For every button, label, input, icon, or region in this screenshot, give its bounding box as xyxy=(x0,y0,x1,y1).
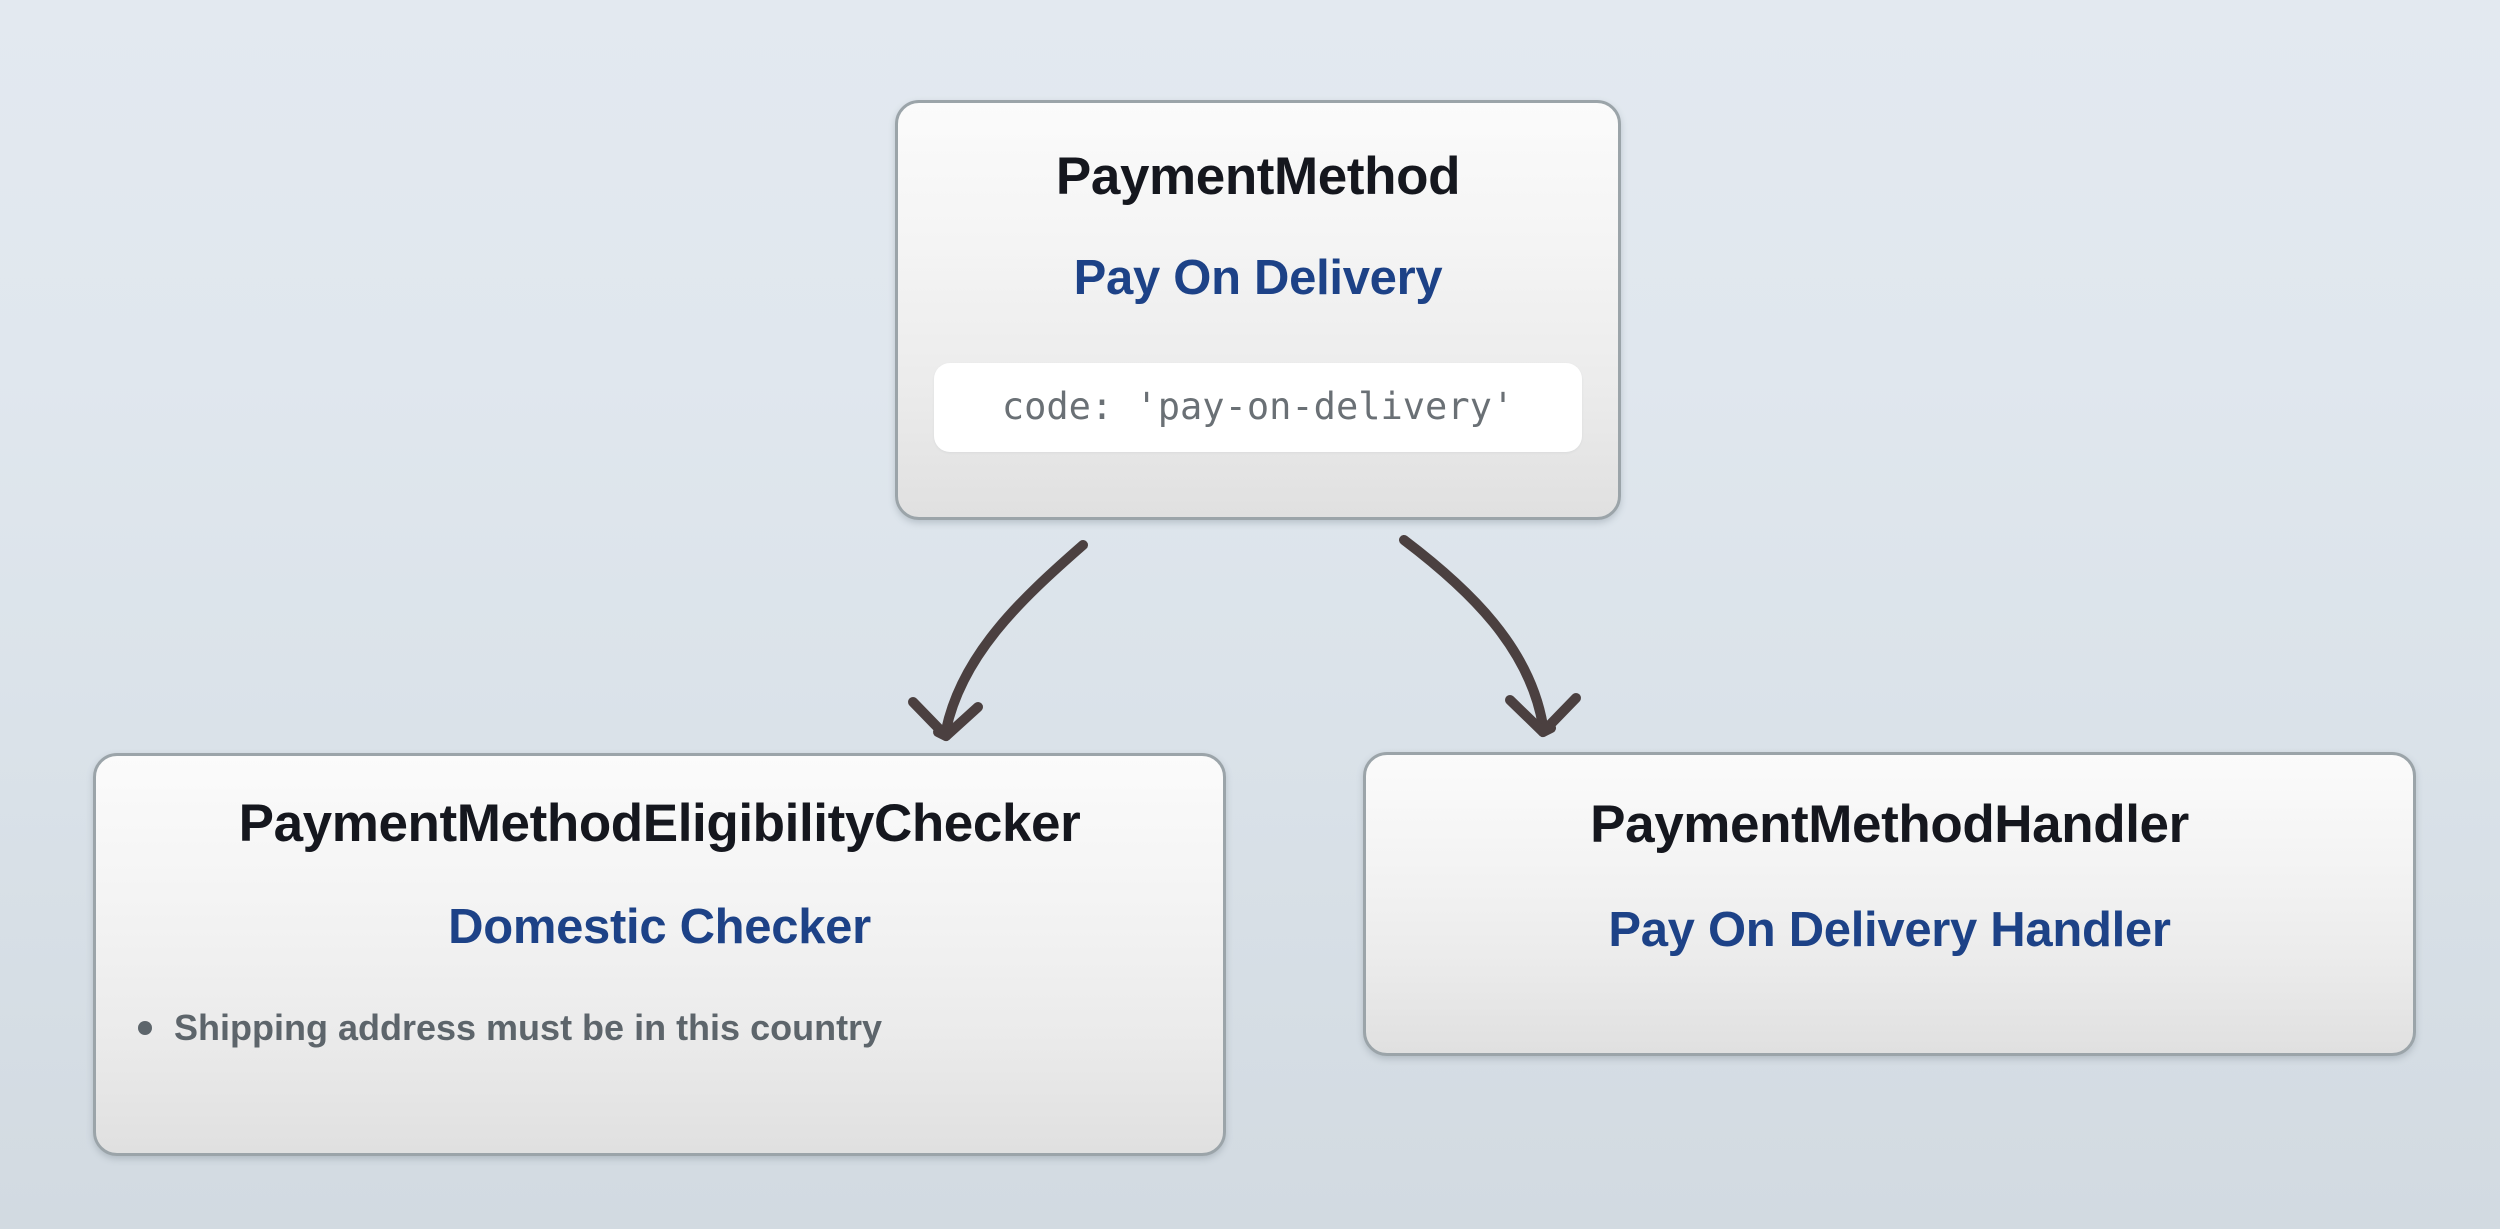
edge-to-handler-head xyxy=(1505,695,1556,737)
edge-to-eligibility-checker-head xyxy=(933,702,983,741)
node-handler-type: PaymentMethodHandler xyxy=(1590,795,2189,854)
edge-to-handler xyxy=(1399,535,1548,731)
node-eligibility-checker-criteria-list: Shipping address must be in this country xyxy=(130,1006,1189,1049)
edge-to-eligibility-checker-head2 xyxy=(908,697,951,741)
node-payment-method-code: code: 'pay-on-delivery' xyxy=(934,363,1582,453)
edge-to-eligibility-checker xyxy=(941,540,1088,735)
edge-to-handler-head2 xyxy=(1538,693,1581,737)
node-handler[interactable]: PaymentMethodHandler Pay On Delivery Han… xyxy=(1363,752,2416,1056)
node-eligibility-checker-name: Domestic Checker xyxy=(448,900,871,955)
node-payment-method-name: Pay On Delivery xyxy=(1073,251,1443,306)
node-eligibility-checker-type: PaymentMethodEligibilityChecker xyxy=(238,794,1081,853)
node-handler-name: Pay On Delivery Handler xyxy=(1608,903,2171,958)
list-item-label: Shipping address must be in this country xyxy=(174,1007,883,1049)
node-payment-method-type: PaymentMethod xyxy=(1055,147,1461,206)
node-eligibility-checker[interactable]: PaymentMethodEligibilityChecker Domestic… xyxy=(93,753,1226,1156)
node-payment-method[interactable]: PaymentMethod Pay On Delivery code: 'pay… xyxy=(895,100,1621,520)
bullet-icon xyxy=(138,1021,152,1036)
list-item: Shipping address must be in this country xyxy=(138,1006,1189,1049)
